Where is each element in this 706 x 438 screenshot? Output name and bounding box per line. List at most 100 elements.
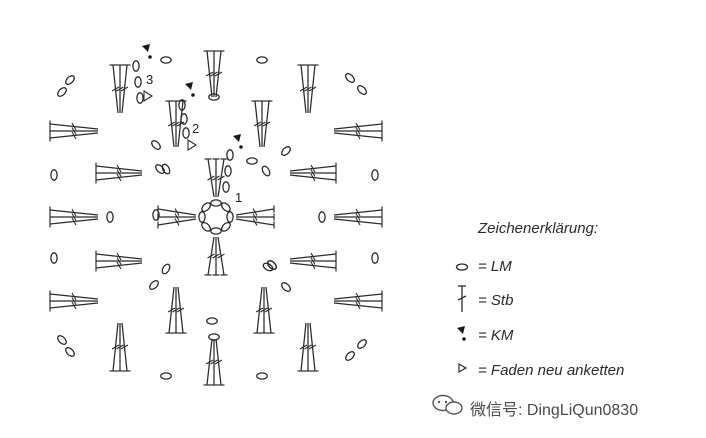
stitch-crossbar (214, 359, 223, 365)
double-crochet-group (49, 290, 99, 312)
double-crochet-group (289, 162, 337, 184)
double-crochet-group (157, 205, 197, 229)
double-crochet-stitch (95, 173, 143, 184)
stitch-crossbar (355, 131, 361, 140)
double-crochet-stitch (289, 261, 337, 272)
double-crochet-stitch (210, 339, 218, 386)
stitch-crossbar (252, 208, 258, 216)
stitch-crossbar (174, 208, 180, 216)
stitch-crossbar (71, 127, 77, 135)
double-crochet-group (235, 205, 275, 229)
stitch-crossbar (207, 175, 215, 181)
double-crochet-stitch (333, 217, 383, 228)
double-crochet-stitch (258, 100, 266, 147)
double-crochet-stitch (334, 297, 383, 305)
double-crochet-group (109, 322, 131, 372)
double-crochet-stitch (297, 322, 308, 372)
double-crochet-stitch (109, 322, 120, 372)
chain-stitch (281, 282, 291, 292)
double-crochet-stitch (262, 100, 273, 148)
double-crochet-stitch (165, 286, 176, 334)
legend-label-stb: = Stb (478, 292, 514, 309)
round-label-1: 1 (235, 190, 243, 205)
double-crochet-group (95, 162, 143, 184)
double-crochet-stitch (49, 290, 99, 301)
stitch-crossbar (210, 359, 218, 365)
double-crochet-stitch (95, 257, 142, 265)
double-crochet-stitch (49, 131, 99, 142)
double-crochet-group (204, 236, 228, 276)
stitch-crossbar (310, 164, 316, 173)
chain-stitch (136, 92, 144, 104)
stitch-crossbar (310, 169, 316, 177)
chain-stitch (345, 73, 355, 83)
stitch-crossbar (176, 307, 185, 313)
stitch-crossbar (304, 86, 312, 92)
chain-stitch (267, 260, 277, 270)
chain-stitch (371, 169, 379, 181)
stitch-crossbar (355, 297, 361, 305)
double-crochet-stitch (203, 50, 214, 98)
double-crochet-group (297, 64, 319, 114)
double-crochet-stitch (297, 64, 308, 114)
stitch-crossbar (116, 169, 122, 177)
stitch-crossbar (299, 344, 308, 350)
double-crochet-group (289, 250, 337, 272)
slip-stitch-marker (142, 44, 152, 59)
stitch-crossbar (116, 344, 124, 350)
stitch-crossbar (310, 173, 316, 182)
double-crochet-stitch (49, 127, 98, 135)
slip-stitch-triangle (233, 134, 241, 142)
double-crochet-stitch (333, 120, 383, 131)
double-crochet-stitch (49, 217, 99, 228)
double-crochet-stitch (204, 236, 215, 276)
double-crochet-stitch (176, 100, 187, 148)
chain-stitch (256, 372, 268, 380)
chain-stitch (201, 202, 212, 213)
chain-stitch (345, 351, 355, 361)
stitch-crossbar (252, 218, 258, 226)
stitch-crossbar (116, 173, 122, 182)
double-crochet-group (203, 50, 225, 98)
stitch-crossbar (172, 121, 180, 127)
double-crochet-group (49, 120, 99, 142)
chain-stitch (161, 263, 171, 275)
chain-stitch (210, 227, 222, 235)
round-2-stitches (95, 93, 337, 341)
slip-stitch-icon (457, 326, 466, 341)
double-crochet-stitch (176, 286, 187, 334)
stitch-crossbar (71, 213, 77, 221)
chain-stitch (226, 211, 234, 223)
chain-stitch (371, 252, 379, 264)
stitch-crossbar (116, 252, 122, 261)
stitch-crossbar (71, 292, 77, 301)
stitch-crossbar (116, 164, 122, 173)
stitch-crossbar (120, 344, 129, 350)
stitch-crossbar (167, 307, 176, 313)
round-3-stitches (49, 50, 383, 386)
stitch-crossbar (217, 175, 225, 181)
chain-stitch (160, 372, 172, 380)
double-crochet-stitch (212, 158, 220, 197)
stitch-crossbar (252, 213, 258, 221)
stitch-crossbar (264, 307, 273, 313)
double-crochet-stitch (304, 64, 312, 113)
double-crochet-stitch (214, 338, 225, 386)
double-crochet-group (165, 100, 187, 148)
slip-stitch-dot (239, 145, 243, 149)
double-crochet-stitch (333, 206, 383, 217)
chain-stitch (50, 252, 58, 264)
double-crochet-stitch (289, 250, 337, 261)
double-crochet-stitch (290, 169, 337, 177)
chain-stitch (65, 347, 75, 357)
chain-stitch (261, 165, 271, 177)
double-crochet-stitch (334, 213, 383, 221)
double-crochet-stitch (253, 286, 264, 334)
stitch-crossbar (262, 121, 271, 127)
chain-stitch (281, 146, 291, 156)
stitch-crossbar (355, 122, 361, 131)
double-crochet-stitch (116, 323, 124, 372)
double-crochet-stitch (214, 50, 225, 98)
stitch-crossbar (71, 301, 77, 310)
